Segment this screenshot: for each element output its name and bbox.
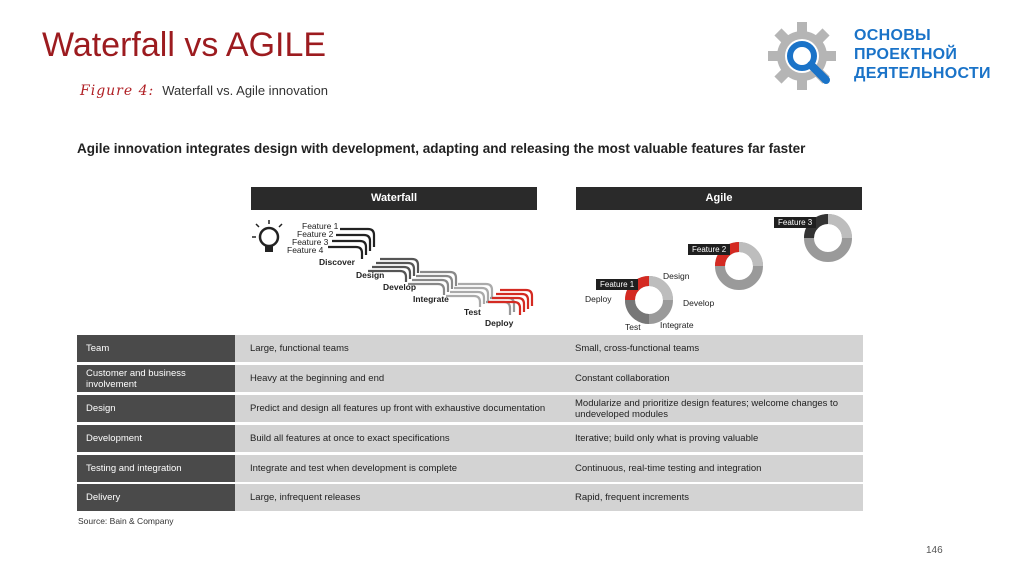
row-agile: Modularize and prioritize design feature… <box>575 397 838 420</box>
wf-feature-1: Feature 1 <box>302 221 339 231</box>
wf-stage-develop: Develop <box>383 282 417 292</box>
logo-line-1: ОСНОВЫ <box>854 27 932 44</box>
table-row: Team Large, functional teams Small, cros… <box>77 335 863 362</box>
figure-number: Figure 4: <box>80 83 155 99</box>
row-agile: Iterative; build only what is proving va… <box>575 433 759 444</box>
waterfall-header: Waterfall <box>251 187 537 210</box>
row-waterfall: Build all features at once to exact spec… <box>250 433 450 444</box>
gear-magnifier-icon <box>768 22 836 90</box>
row-agile: Constant collaboration <box>575 373 670 384</box>
wf-feature-2: Feature 2 <box>297 229 334 239</box>
agile-label-deploy: Deploy <box>585 294 612 304</box>
table-row: Delivery Large, infrequent releases Rapi… <box>77 484 863 511</box>
agile-label-develop: Develop <box>683 298 715 308</box>
row-agile: Small, cross-functional teams <box>575 343 700 354</box>
table-row: Development Build all features at once t… <box>77 425 863 452</box>
waterfall-diagram: Feature 1 Feature 2 Feature 3 Feature 4 … <box>250 212 550 332</box>
table-row: Design Predict and design all features u… <box>77 395 863 422</box>
row-label: Development <box>77 425 235 452</box>
figure-headline: Agile innovation integrates design with … <box>77 141 806 156</box>
wf-stage-test: Test <box>464 307 481 317</box>
row-waterfall: Predict and design all features up front… <box>250 403 546 414</box>
row-waterfall: Large, infrequent releases <box>250 492 361 503</box>
agile-label-design: Design <box>663 271 690 281</box>
row-label: Team <box>77 335 235 362</box>
logo-line-2: ПРОЕКТНОЙ <box>854 46 958 63</box>
row-label: Design <box>77 395 235 422</box>
wf-stage-integrate: Integrate <box>413 294 449 304</box>
wf-feature-4: Feature 4 <box>287 245 324 255</box>
table-row: Customer and business involvement Heavy … <box>77 365 863 392</box>
waterfall-cascade <box>252 220 534 315</box>
logo: ОСНОВЫ ПРОЕКТНОЙ ДЕЯТЕЛЬНОСТИ <box>766 20 1016 96</box>
table-row: Testing and integration Integrate and te… <box>77 455 863 482</box>
row-agile: Continuous, real-time testing and integr… <box>575 463 762 474</box>
agile-feature-1-tag: Feature 1 <box>596 279 639 290</box>
row-label: Customer and business involvement <box>77 365 235 392</box>
row-label: Delivery <box>77 484 235 511</box>
agile-feature-2-tag: Feature 2 <box>688 244 731 255</box>
wf-stage-discover: Discover <box>319 257 355 267</box>
figure-source: Source: Bain & Company <box>78 516 174 526</box>
page-number: 146 <box>926 545 943 556</box>
agile-feature-3-tag: Feature 3 <box>774 217 817 228</box>
wf-stage-deploy: Deploy <box>485 318 514 328</box>
agile-label-test: Test <box>625 322 641 332</box>
row-label: Testing and integration <box>77 455 235 482</box>
figure-caption-text: Waterfall vs. Agile innovation <box>162 83 328 98</box>
slide-title: Waterfall vs AGILE <box>42 26 327 64</box>
agile-diagram: Feature 1 Feature 2 Feature 3 Design Dev… <box>576 212 866 332</box>
row-waterfall: Integrate and test when development is c… <box>250 463 458 474</box>
lightbulb-icon <box>252 220 283 252</box>
row-agile: Rapid, frequent increments <box>575 492 690 503</box>
wf-feature-3: Feature 3 <box>292 237 329 247</box>
figure-caption: Figure 4: Waterfall vs. Agile innovation <box>80 83 328 99</box>
logo-text: ОСНОВЫ ПРОЕКТНОЙ ДЕЯТЕЛЬНОСТИ <box>854 26 991 83</box>
agile-label-integrate: Integrate <box>660 320 694 330</box>
agile-header: Agile <box>576 187 862 210</box>
wf-stage-design: Design <box>356 270 385 280</box>
agile-cycles <box>625 214 852 324</box>
logo-line-3: ДЕЯТЕЛЬНОСТИ <box>854 65 991 82</box>
row-waterfall: Heavy at the beginning and end <box>250 373 385 384</box>
row-waterfall: Large, functional teams <box>250 343 349 354</box>
